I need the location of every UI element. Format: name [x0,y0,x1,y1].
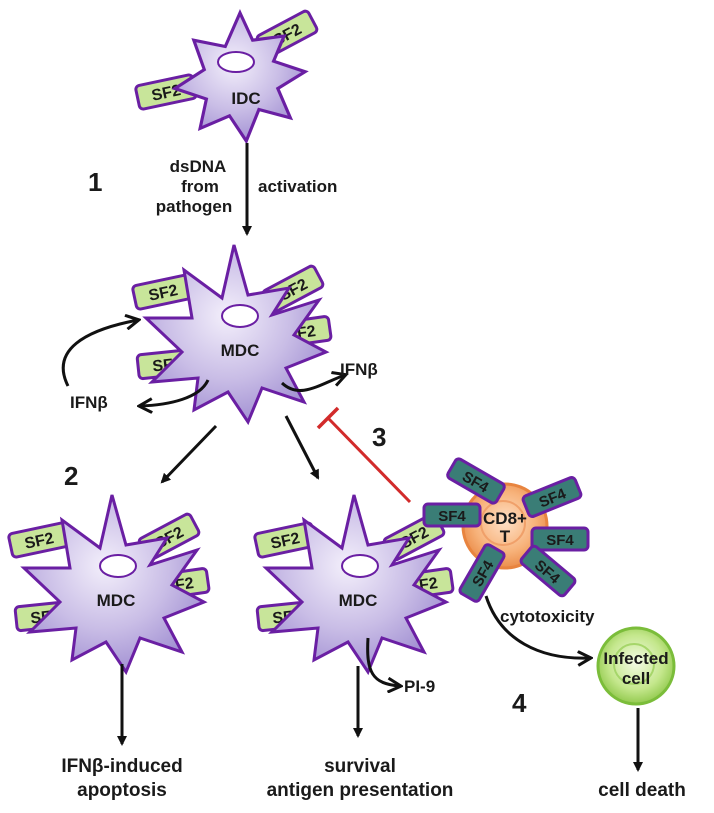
mdc-cell-left: SF2 SF2 SF2 SF2 MDC [7,493,211,674]
sf4-receptor: SF4 [422,502,482,528]
cytotoxicity-arrow [484,595,590,658]
sf4-receptor: SF4 [519,544,577,598]
cd8-label: CD8+ [483,509,527,528]
mdc-label: MDC [221,341,260,360]
apoptosis-label-line1: IFNβ-induced [61,756,182,777]
dsdna-label: dsDNA [170,157,227,176]
nucleus [99,554,137,578]
ifnb-right-arrow [280,375,345,392]
nucleus [221,304,259,328]
inhibition-line [326,416,412,504]
autocrine-loop-arrow [61,320,138,387]
pi9-arrow [366,637,400,686]
mdc-label: MDC [339,591,378,610]
idc-label: IDC [231,89,260,108]
mdc-receptor: SF2 [7,521,71,559]
t-label: T [500,527,511,546]
sf4-receptor: SF4 [458,543,506,603]
survival-label: survival [324,756,396,777]
mdc-cell-center: SF2 SF2 SF2 SF2 MDC [131,243,333,424]
cytotoxicity-label: cytotoxicity [500,607,595,626]
ifnb-secretion-arrow [140,379,210,406]
mdc-cell-right: SF2 SF2 SF2 SF2 MDC [253,493,455,674]
pi9-label: PI-9 [404,677,435,696]
sf2-receptor-label: SF2 [23,530,55,553]
cell-label: cell [622,669,650,688]
mdc-label: MDC [97,591,136,610]
activation-label: activation [258,177,337,196]
sf4-receptor-label: SF4 [438,508,466,525]
cell-death-label: cell death [598,780,686,801]
ifnb-label-left: IFNβ [70,393,108,412]
inhibition-bar [316,406,340,430]
sf2-receptor-label: SF2 [147,282,179,305]
ifnb-label-right: IFNβ [340,360,378,379]
sf2-receptor-label: SF2 [269,530,301,553]
infected-cell: Infected cell [596,626,676,706]
apoptosis-label-line2: apoptosis [77,780,167,801]
step-1-number: 1 [88,167,102,197]
step-3-number: 3 [372,422,386,452]
step-4-number: 4 [512,688,527,718]
pathogen-label: pathogen [156,197,233,216]
idc-cell: SF2 SF2 IDC [134,9,319,143]
arrow-to-mdc-right [284,415,320,480]
sf4-receptor: SF4 [446,457,506,505]
nucleus [217,51,255,73]
antigen-presentation-label: antigen presentation [267,780,454,801]
mdc-receptor: SF2 [131,273,195,311]
sf4-receptor-label: SF4 [546,532,574,549]
sf4-receptor: SF4 [530,526,590,552]
sf4-receptor: SF4 [521,476,583,518]
nucleus [341,554,379,578]
cd8-t-cell: SF4 SF4 SF4 SF4 SF4 SF4 CD8+ T [422,457,590,603]
step-2-number: 2 [64,461,78,491]
from-label: from [181,177,219,196]
arrow-to-mdc-left [160,424,218,484]
infected-label: Infected [603,649,668,668]
mdc-receptor: SF2 [253,521,317,559]
